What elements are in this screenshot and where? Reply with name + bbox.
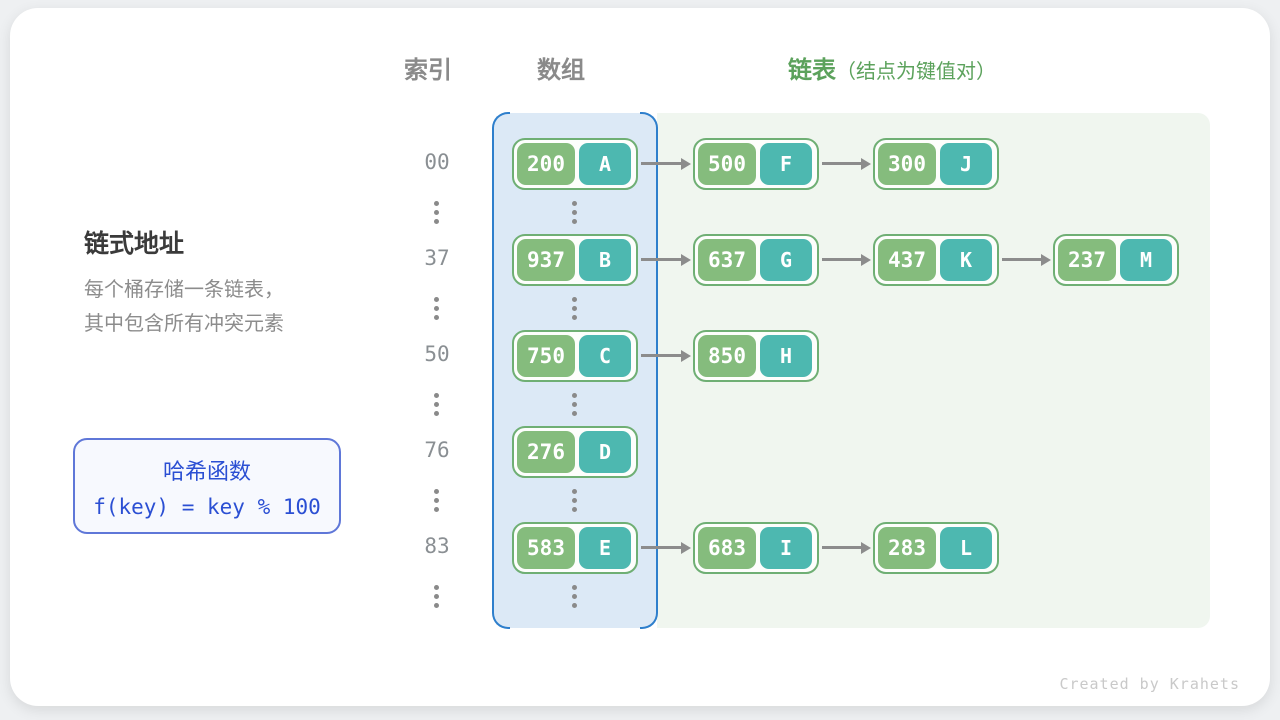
index-label: 37 (424, 246, 450, 270)
value-cell: F (760, 143, 812, 185)
value-cell: I (760, 527, 812, 569)
index-column-header: 索引 (404, 56, 452, 84)
page-title: 链式地址 (84, 229, 185, 258)
credit-text: Created by Krahets (1059, 675, 1240, 693)
linked-list-label: 链表 (788, 56, 836, 84)
hash-function-formula: f(key) = key % 100 (93, 494, 321, 519)
value-cell: M (1120, 239, 1172, 281)
array-left-bracket (492, 112, 510, 629)
value-cell: G (760, 239, 812, 281)
key-cell: 683 (698, 527, 756, 569)
index-label: 83 (424, 534, 450, 558)
hash-function-title: 哈希函数 (162, 459, 251, 485)
index-label: 00 (424, 150, 450, 174)
value-cell: B (579, 239, 631, 281)
key-cell: 583 (517, 527, 575, 569)
linked-list-note: （结点为键值对） (836, 59, 996, 83)
arrow (641, 546, 682, 549)
ellipsis-dots (434, 585, 439, 608)
arrow (641, 258, 682, 261)
key-cell: 283 (878, 527, 936, 569)
key-cell: 850 (698, 335, 756, 377)
linked-list-column-header: 链表（结点为键值对） (788, 54, 996, 89)
ellipsis-dots (572, 585, 577, 608)
ellipsis-dots (572, 489, 577, 512)
value-cell: K (940, 239, 992, 281)
arrow (822, 162, 862, 165)
key-cell: 437 (878, 239, 936, 281)
arrow (641, 162, 682, 165)
key-cell: 937 (517, 239, 575, 281)
index-label: 76 (424, 438, 450, 462)
ellipsis-dots (572, 297, 577, 320)
value-cell: L (940, 527, 992, 569)
key-cell: 300 (878, 143, 936, 185)
key-cell: 237 (1058, 239, 1116, 281)
ellipsis-dots (572, 393, 577, 416)
key-cell: 500 (698, 143, 756, 185)
key-cell: 637 (698, 239, 756, 281)
ellipsis-dots (434, 297, 439, 320)
arrow (641, 354, 682, 357)
arrow (1002, 258, 1042, 261)
array-column-header: 数组 (537, 56, 585, 84)
key-cell: 276 (517, 431, 575, 473)
ellipsis-dots (434, 489, 439, 512)
value-cell: C (579, 335, 631, 377)
value-cell: J (940, 143, 992, 185)
description-line-1: 每个桶存储一条链表， (84, 277, 284, 301)
arrow (822, 546, 862, 549)
value-cell: E (579, 527, 631, 569)
ellipsis-dots (434, 201, 439, 224)
description-text: 每个桶存储一条链表， 其中包含所有冲突元素 (84, 272, 284, 340)
array-right-bracket (640, 112, 658, 629)
value-cell: H (760, 335, 812, 377)
value-cell: D (579, 431, 631, 473)
ellipsis-dots (434, 393, 439, 416)
key-cell: 200 (517, 143, 575, 185)
description-line-2: 其中包含所有冲突元素 (84, 311, 284, 335)
ellipsis-dots (572, 201, 577, 224)
hash-function-box: 哈希函数 f(key) = key % 100 (73, 438, 341, 534)
key-cell: 750 (517, 335, 575, 377)
index-label: 50 (424, 342, 450, 366)
value-cell: A (579, 143, 631, 185)
arrow (822, 258, 862, 261)
